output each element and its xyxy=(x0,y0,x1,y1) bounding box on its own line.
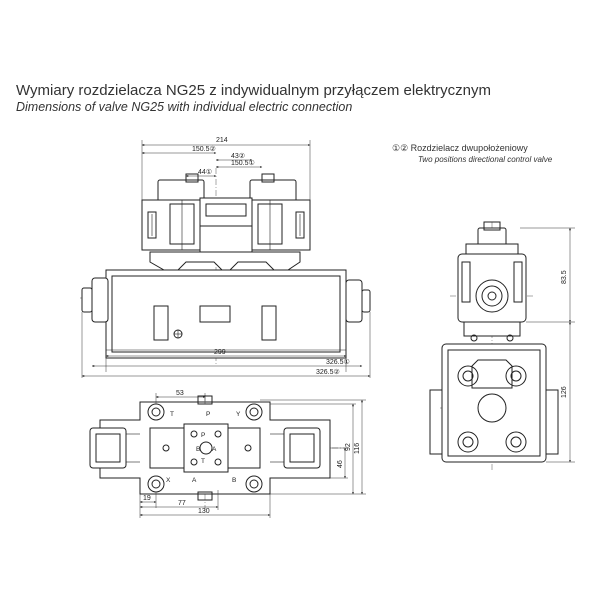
dim-44-1: 44① xyxy=(198,168,212,176)
dim-92: 92 xyxy=(345,443,352,451)
dim-116: 116 xyxy=(354,443,361,454)
dim-150-5-1: 150.5① xyxy=(231,159,255,167)
dim-53: 53 xyxy=(176,390,184,397)
legend-text-english: Two positions directional control valve xyxy=(418,155,553,164)
port-t-inner: T xyxy=(201,458,205,465)
page-subtitle: Dimensions of valve NG25 with individual… xyxy=(16,100,353,114)
dim-150-5-2: 150.5② xyxy=(192,145,216,153)
dim-299: 299 xyxy=(214,349,226,356)
dim-214: 214 xyxy=(216,137,228,144)
port-y: Y xyxy=(236,411,241,418)
legend-symbols: ①② xyxy=(392,143,409,153)
side-view: 83.5 126 xyxy=(429,221,575,470)
port-p-top: P xyxy=(206,411,210,418)
dim-77: 77 xyxy=(178,500,186,507)
port-x: X xyxy=(166,477,171,484)
legend-note: ①② Rozdzielacz dwupołożeniowy xyxy=(392,143,528,154)
dim-130: 130 xyxy=(198,508,210,515)
port-p-inner: P xyxy=(201,432,205,439)
top-view: T P Y X A B P T B A 53 19 77 130 46 92 xyxy=(89,390,366,518)
port-b-inner: B xyxy=(196,446,200,453)
dim-126: 126 xyxy=(561,386,568,398)
legend-text-polish: Rozdzielacz dwupołożeniowy xyxy=(410,143,528,153)
dim-19: 19 xyxy=(143,495,151,502)
front-view: 214 150.5② 43② 150.5① 44① 299 326.5① 326… xyxy=(80,137,371,378)
port-a-inner: A xyxy=(212,446,217,453)
page-title: Wymiary rozdzielacza NG25 z indywidualny… xyxy=(16,82,491,99)
port-a: A xyxy=(192,477,197,484)
dim-83-5: 83.5 xyxy=(561,270,568,284)
dim-46: 46 xyxy=(337,460,344,468)
dim-326-5-1: 326.5① xyxy=(326,358,350,366)
port-t-top: T xyxy=(170,411,174,418)
dim-326-5-2: 326.5② xyxy=(316,368,340,376)
dim-43-2: 43② xyxy=(231,152,245,160)
port-b: B xyxy=(232,477,236,484)
